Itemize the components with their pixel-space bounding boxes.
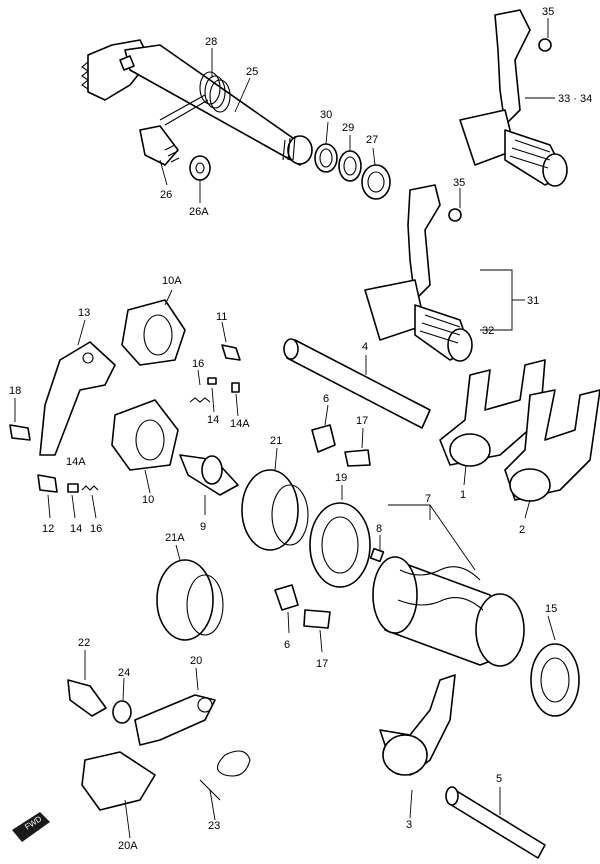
label-13: 13 <box>78 307 90 319</box>
label-29: 29 <box>342 122 354 134</box>
label-19: 19 <box>335 472 347 484</box>
label-21: 21 <box>270 435 282 447</box>
return-spring <box>159 71 231 126</box>
label-4: 4 <box>362 341 368 353</box>
label-27: 27 <box>366 134 378 146</box>
label-11: 11 <box>216 311 227 323</box>
lower-stopper-parts <box>67 679 251 811</box>
label-20A: 20A <box>118 840 138 852</box>
label-33-34: 33 · 34 <box>558 93 592 105</box>
forward-arrow-icon: FWD <box>12 812 50 842</box>
label-26A: 26A <box>189 206 209 218</box>
label-30: 30 <box>320 109 332 121</box>
label-18: 18 <box>9 385 21 397</box>
shift-fork-shaft-upper <box>283 338 431 429</box>
label-32: 32 <box>482 325 494 337</box>
cam-guide-shaft <box>179 454 239 496</box>
label-6-lower: 6 <box>284 639 290 651</box>
pawls-and-pins <box>37 344 241 493</box>
label-16-lower: 16 <box>90 523 102 535</box>
pawl-lifters <box>111 299 186 471</box>
label-6-upper: 6 <box>323 393 329 405</box>
label-26: 26 <box>160 189 172 201</box>
label-21A: 21A <box>165 532 185 544</box>
label-28: 28 <box>205 36 217 48</box>
label-24: 24 <box>118 667 130 679</box>
gearshift-shaft-assembly <box>81 39 313 166</box>
shift-forks <box>439 359 600 502</box>
label-20: 20 <box>190 655 202 667</box>
pawl-stopper-plate <box>9 341 116 456</box>
label-14A-upper: 14A <box>230 418 250 430</box>
screws-and-stoppers <box>274 424 371 629</box>
label-10A: 10A <box>162 275 182 287</box>
label-17-lower: 17 <box>316 658 328 670</box>
label-14A-lower: 14A <box>66 456 86 468</box>
label-9: 9 <box>200 521 206 533</box>
label-2: 2 <box>519 524 525 536</box>
label-14-upper: 14 <box>207 414 219 426</box>
label-35-upper: 35 <box>542 6 554 18</box>
label-7: 7 <box>425 493 431 505</box>
leader-lines <box>14 18 556 839</box>
label-1: 1 <box>460 489 466 501</box>
label-23: 23 <box>208 820 220 832</box>
label-16-upper: 16 <box>192 358 204 370</box>
label-22: 22 <box>78 637 90 649</box>
callout-labels: 28 25 30 29 27 26 26A 35 33 · 34 35 31 3… <box>9 6 592 852</box>
label-8: 8 <box>376 523 382 535</box>
cam-bearing <box>309 502 385 588</box>
cam-plates <box>156 469 309 641</box>
label-35-lower: 35 <box>453 177 465 189</box>
label-17-upper: 17 <box>356 415 368 427</box>
label-5: 5 <box>496 773 502 785</box>
shaft-bolt <box>139 125 211 181</box>
label-10: 10 <box>142 494 154 506</box>
drum-bearing <box>530 643 580 717</box>
label-25: 25 <box>246 66 258 78</box>
label-3: 3 <box>406 819 412 831</box>
shift-fork-lower <box>379 674 546 859</box>
label-15: 15 <box>545 603 557 615</box>
gear-shift-cam-drum <box>372 556 525 667</box>
label-12: 12 <box>42 523 54 535</box>
label-31: 31 <box>527 295 539 307</box>
shaft-seals <box>314 143 391 200</box>
label-14-lower: 14 <box>70 523 82 535</box>
shift-lever-lower <box>364 184 473 362</box>
shift-lever-upper <box>459 9 568 187</box>
